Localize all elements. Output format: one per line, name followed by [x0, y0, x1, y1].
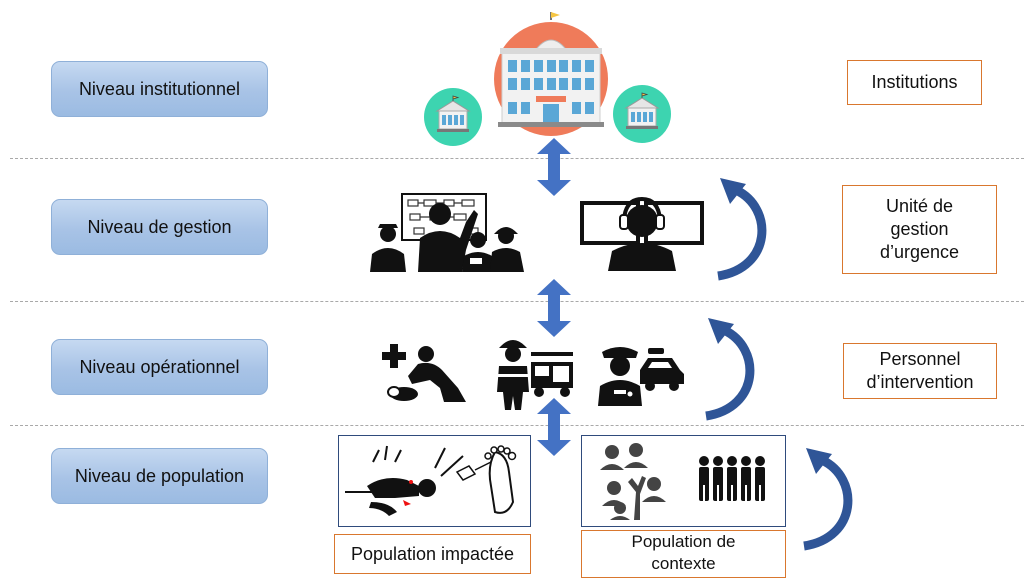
double-arrow-1 [537, 138, 571, 196]
role-institutions: Institutions [847, 60, 982, 105]
double-arrow-2 [537, 279, 571, 337]
dispatcher-headset-icon [580, 196, 704, 271]
separator-line-1 [10, 158, 1024, 159]
level-management: Niveau de gestion [51, 199, 268, 255]
role-emergency-unit: Unité de gestion d’urgence [842, 185, 997, 274]
first-aid-cpr-icon [382, 344, 466, 402]
role-impacted-population: Population impactée [334, 534, 531, 574]
crisis-team-icon [370, 193, 524, 272]
level-institutional: Niveau institutionnel [51, 61, 268, 117]
curved-arrow-3 [803, 448, 853, 551]
police-officer-car-icon [598, 347, 684, 406]
role-context-population: Population de contexte [581, 530, 786, 578]
level-population: Niveau de population [51, 448, 268, 504]
level-operational: Niveau opérationnel [51, 339, 268, 395]
firefighter-truck-icon [497, 340, 573, 410]
separator-line-2 [10, 301, 1024, 302]
curved-arrow-1 [717, 178, 767, 281]
small-building-icon [424, 88, 482, 146]
social-network-group-icon [600, 443, 666, 520]
separator-line-3 [10, 425, 1024, 426]
double-arrow-3 [537, 398, 571, 456]
role-intervention-staff: Personnel d’intervention [843, 343, 997, 399]
crowd-icon [699, 456, 765, 501]
small-building-icon [613, 85, 671, 143]
injured-victim-icon [345, 445, 517, 516]
curved-arrow-2 [705, 318, 755, 421]
government-building-icon [494, 12, 608, 136]
